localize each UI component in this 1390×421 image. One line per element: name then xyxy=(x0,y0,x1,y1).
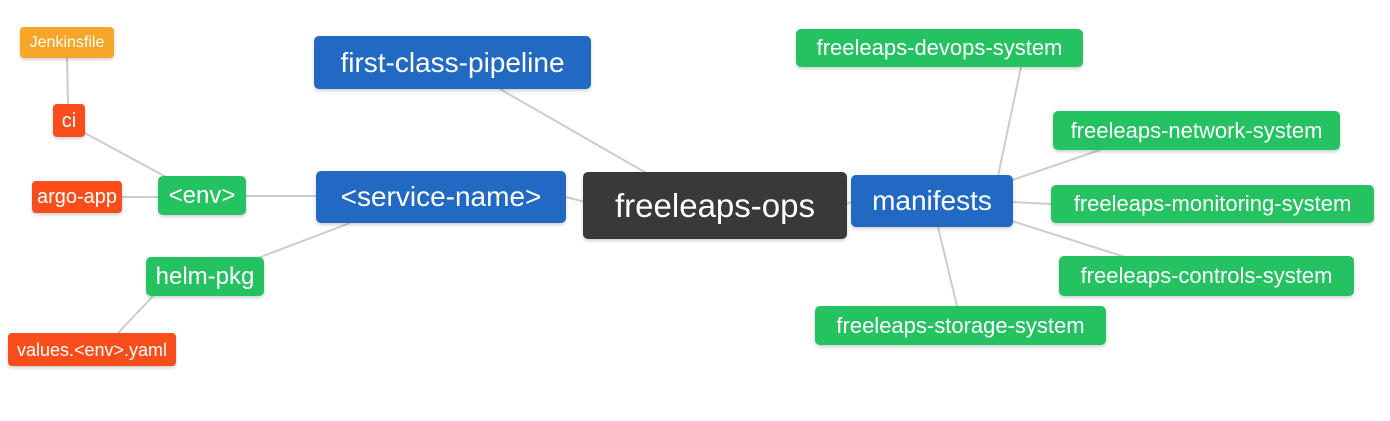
edge-manifests-storage xyxy=(937,226,958,307)
node-service-name[interactable]: <service-name> xyxy=(316,171,566,223)
node-jenkinsfile[interactable]: Jenkinsfile xyxy=(20,27,114,58)
edge-service-name-root xyxy=(565,196,586,203)
node-values-env-yaml[interactable]: values.<env>.yaml xyxy=(8,333,176,366)
edge-jenkinsfile-ci xyxy=(66,57,69,105)
node-ci[interactable]: ci xyxy=(53,104,85,137)
node-storage-system[interactable]: freeleaps-storage-system xyxy=(815,306,1106,345)
node-argo-app[interactable]: argo-app xyxy=(32,181,122,213)
edge-fcp-root xyxy=(499,88,649,175)
node-first-class-pipeline[interactable]: first-class-pipeline xyxy=(314,36,591,89)
node-controls-system[interactable]: freeleaps-controls-system xyxy=(1059,256,1354,296)
node-freeleaps-ops-root[interactable]: freeleaps-ops xyxy=(583,172,847,239)
node-devops-system[interactable]: freeleaps-devops-system xyxy=(796,29,1083,67)
edge-manifests-controls xyxy=(1011,220,1126,258)
node-monitoring-system[interactable]: freeleaps-monitoring-system xyxy=(1051,185,1374,223)
node-helm-pkg[interactable]: helm-pkg xyxy=(146,257,264,296)
edge-values-helm-pkg xyxy=(117,295,154,334)
node-network-system[interactable]: freeleaps-network-system xyxy=(1053,111,1340,150)
edge-ci-env xyxy=(82,131,169,179)
edge-manifests-monitoring xyxy=(1011,201,1052,205)
edge-helm-pkg-service-name xyxy=(257,222,351,259)
edge-manifests-network xyxy=(1011,149,1101,181)
edge-manifests-devops xyxy=(997,66,1022,177)
node-manifests[interactable]: manifests xyxy=(851,175,1013,227)
node-env[interactable]: <env> xyxy=(158,176,246,215)
